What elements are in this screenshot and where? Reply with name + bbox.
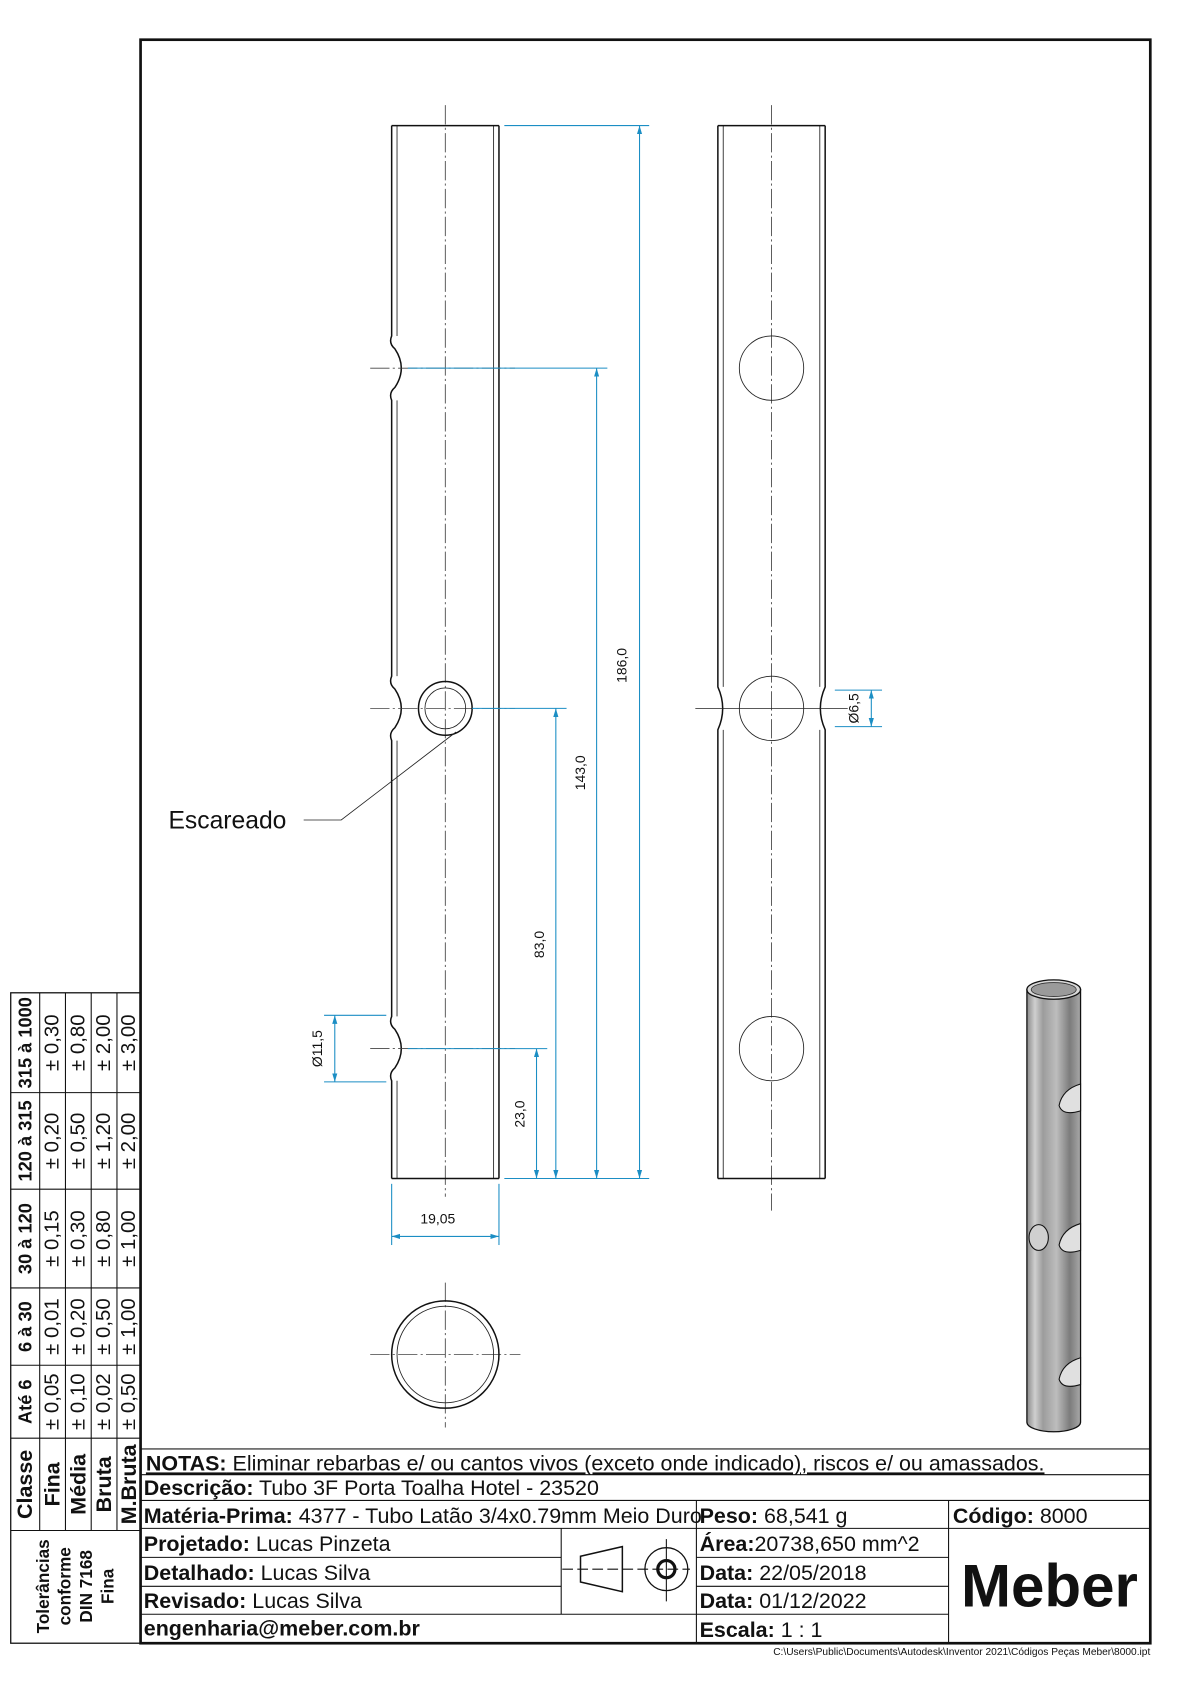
- weight-field: Peso: 68,541 g: [700, 1504, 848, 1528]
- tube-right-edge: [819, 125, 826, 1179]
- material-field: Matéria-Prima: 4377 - Tubo Latão 3/4x0.7…: [144, 1504, 702, 1528]
- tolerance-value: ± 0,02: [93, 1373, 115, 1430]
- tolerance-value: ± 0,50: [67, 1113, 89, 1170]
- tolerance-title-line: Tolerâncias: [33, 1539, 53, 1633]
- tolerance-value: ± 0,15: [42, 1210, 64, 1267]
- dimension-label: Ø11,5: [309, 1030, 325, 1067]
- dimension-label: 19,05: [420, 1211, 455, 1227]
- tube-left-edge: [389, 125, 403, 1179]
- tolerance-value: ± 3,00: [118, 1014, 140, 1071]
- tolerance-value: ± 0,01: [42, 1298, 64, 1355]
- class-header: Classe: [13, 1450, 37, 1519]
- hole-circle: [738, 335, 805, 401]
- class-label: Fina: [41, 1461, 65, 1506]
- callout-escareado: Escareado: [168, 808, 286, 835]
- front-view: Escareado 186,0 143,0 83,0 23,0 Ø11: [168, 105, 650, 1246]
- tolerance-table-border: [10, 992, 142, 1644]
- range-header: 30 à 120: [15, 1203, 36, 1274]
- dimension-overall-length: 186,0: [504, 125, 650, 1180]
- tolerance-value: ± 1,00: [118, 1210, 140, 1267]
- tolerance-value: ± 2,00: [118, 1113, 140, 1170]
- dimension-hole1-position: 143,0: [407, 367, 608, 1179]
- company-logo: Meber: [961, 1553, 1138, 1620]
- tube-inner-circle: [396, 1305, 495, 1404]
- dimension-label: 23,0: [512, 1100, 528, 1127]
- created-date-field: Data: 22/05/2018: [700, 1561, 867, 1585]
- tolerance-value: ± 0,05: [42, 1373, 64, 1430]
- dimension-tube-diameter: 19,05: [391, 1183, 500, 1246]
- dimension-hole2-position: 83,0: [472, 707, 567, 1179]
- range-header: 6 à 30: [15, 1301, 36, 1352]
- tube-outer-circle: [390, 1300, 500, 1409]
- dimension-label: 143,0: [572, 755, 588, 790]
- tolerance-value: ± 0,20: [67, 1298, 89, 1355]
- description-field: Descrição: Tubo 3F Porta Toalha Hotel - …: [144, 1476, 599, 1500]
- dimension-label: Ø6,5: [845, 693, 861, 723]
- dimension-label: 83,0: [531, 931, 547, 958]
- class-label: Média: [66, 1453, 90, 1515]
- callout-leader: [303, 731, 457, 821]
- tolerance-value: ± 0,50: [118, 1373, 140, 1430]
- tolerance-value: ± 0,50: [93, 1298, 115, 1355]
- class-label: M.Bruta: [117, 1443, 141, 1524]
- tube-left-edge: [717, 125, 724, 1179]
- tolerance-value: ± 0,80: [67, 1014, 89, 1071]
- tolerance-title-line: DIN 7168: [76, 1550, 96, 1623]
- isometric-tube-view: [1026, 979, 1082, 1433]
- notes-text: NOTAS: Eliminar rebarbas e/ ou cantos vi…: [146, 1451, 1045, 1475]
- projection-symbol-icon: [562, 1539, 690, 1602]
- code-field: Código: 8000: [953, 1504, 1088, 1528]
- designed-by-field: Projetado: Lucas Pinzeta: [144, 1532, 391, 1556]
- side-view: Ø6,5: [695, 105, 883, 1211]
- tolerance-value: ± 0,10: [67, 1373, 89, 1430]
- tolerance-value: ± 1,20: [93, 1113, 115, 1170]
- tolerance-value: ± 2,00: [93, 1014, 115, 1071]
- end-view: [370, 1282, 521, 1428]
- revision-date-field: Data: 01/12/2022: [700, 1589, 867, 1613]
- file-path: C:\Users\Public\Documents\Autodesk\Inven…: [773, 1647, 1150, 1658]
- tolerance-title-line: conforme: [54, 1547, 74, 1625]
- range-header: 315 à 1000: [15, 997, 36, 1088]
- tolerance-value: ± 0,30: [67, 1210, 89, 1267]
- dimension-hole3-position: 23,0: [407, 1048, 548, 1179]
- reviewed-by-field: Revisado: Lucas Silva: [144, 1589, 362, 1613]
- dimension-hole-diameter: Ø6,5: [834, 689, 883, 728]
- dimension-label: 186,0: [614, 648, 630, 683]
- tolerance-value: ± 1,00: [118, 1298, 140, 1355]
- scale-field: Escala: 1 : 1: [700, 1618, 823, 1642]
- range-header: 120 à 315: [15, 1100, 36, 1181]
- title-block: NOTAS: Eliminar rebarbas e/ ou cantos vi…: [140, 1448, 1151, 1658]
- tolerance-value: ± 0,80: [93, 1210, 115, 1267]
- hole-circle: [738, 1015, 805, 1082]
- email-link[interactable]: engenharia@meber.com.br: [144, 1617, 421, 1641]
- countersunk-hole-inner: [424, 687, 467, 730]
- area-field: Área:20738,650 mm^2: [700, 1531, 920, 1556]
- tolerance-title-line: Fina: [97, 1568, 117, 1604]
- class-label: Bruta: [92, 1455, 116, 1512]
- tolerance-value: ± 0,20: [42, 1113, 64, 1170]
- tolerance-value: ± 0,30: [42, 1014, 64, 1071]
- dimension-notch-diameter: Ø11,5: [309, 1014, 387, 1083]
- range-header: Até 6: [15, 1379, 36, 1424]
- drawing-frame: [139, 38, 1152, 1645]
- detailed-by-field: Detalhado: Lucas Silva: [144, 1561, 371, 1585]
